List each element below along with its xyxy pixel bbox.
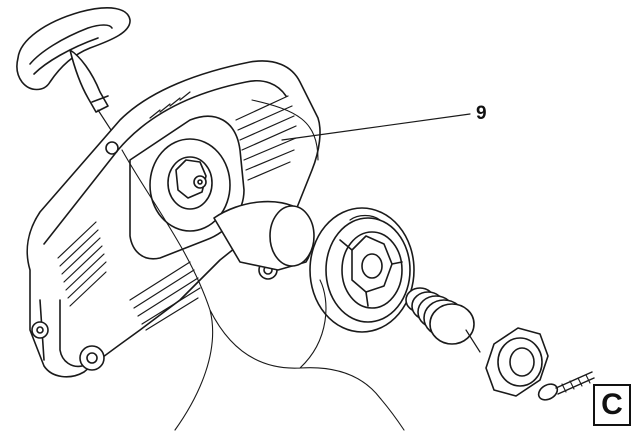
spring-cap — [485, 327, 549, 397]
section-label-box: C — [593, 384, 631, 426]
part-number-9: 9 — [476, 103, 487, 124]
center-plate — [129, 115, 245, 260]
rope-pulley — [309, 207, 415, 333]
pull-rope — [121, 149, 405, 431]
t-handle — [16, 7, 131, 151]
screw — [537, 371, 595, 401]
recoil-spring — [405, 287, 481, 353]
hub-collar — [213, 200, 315, 271]
